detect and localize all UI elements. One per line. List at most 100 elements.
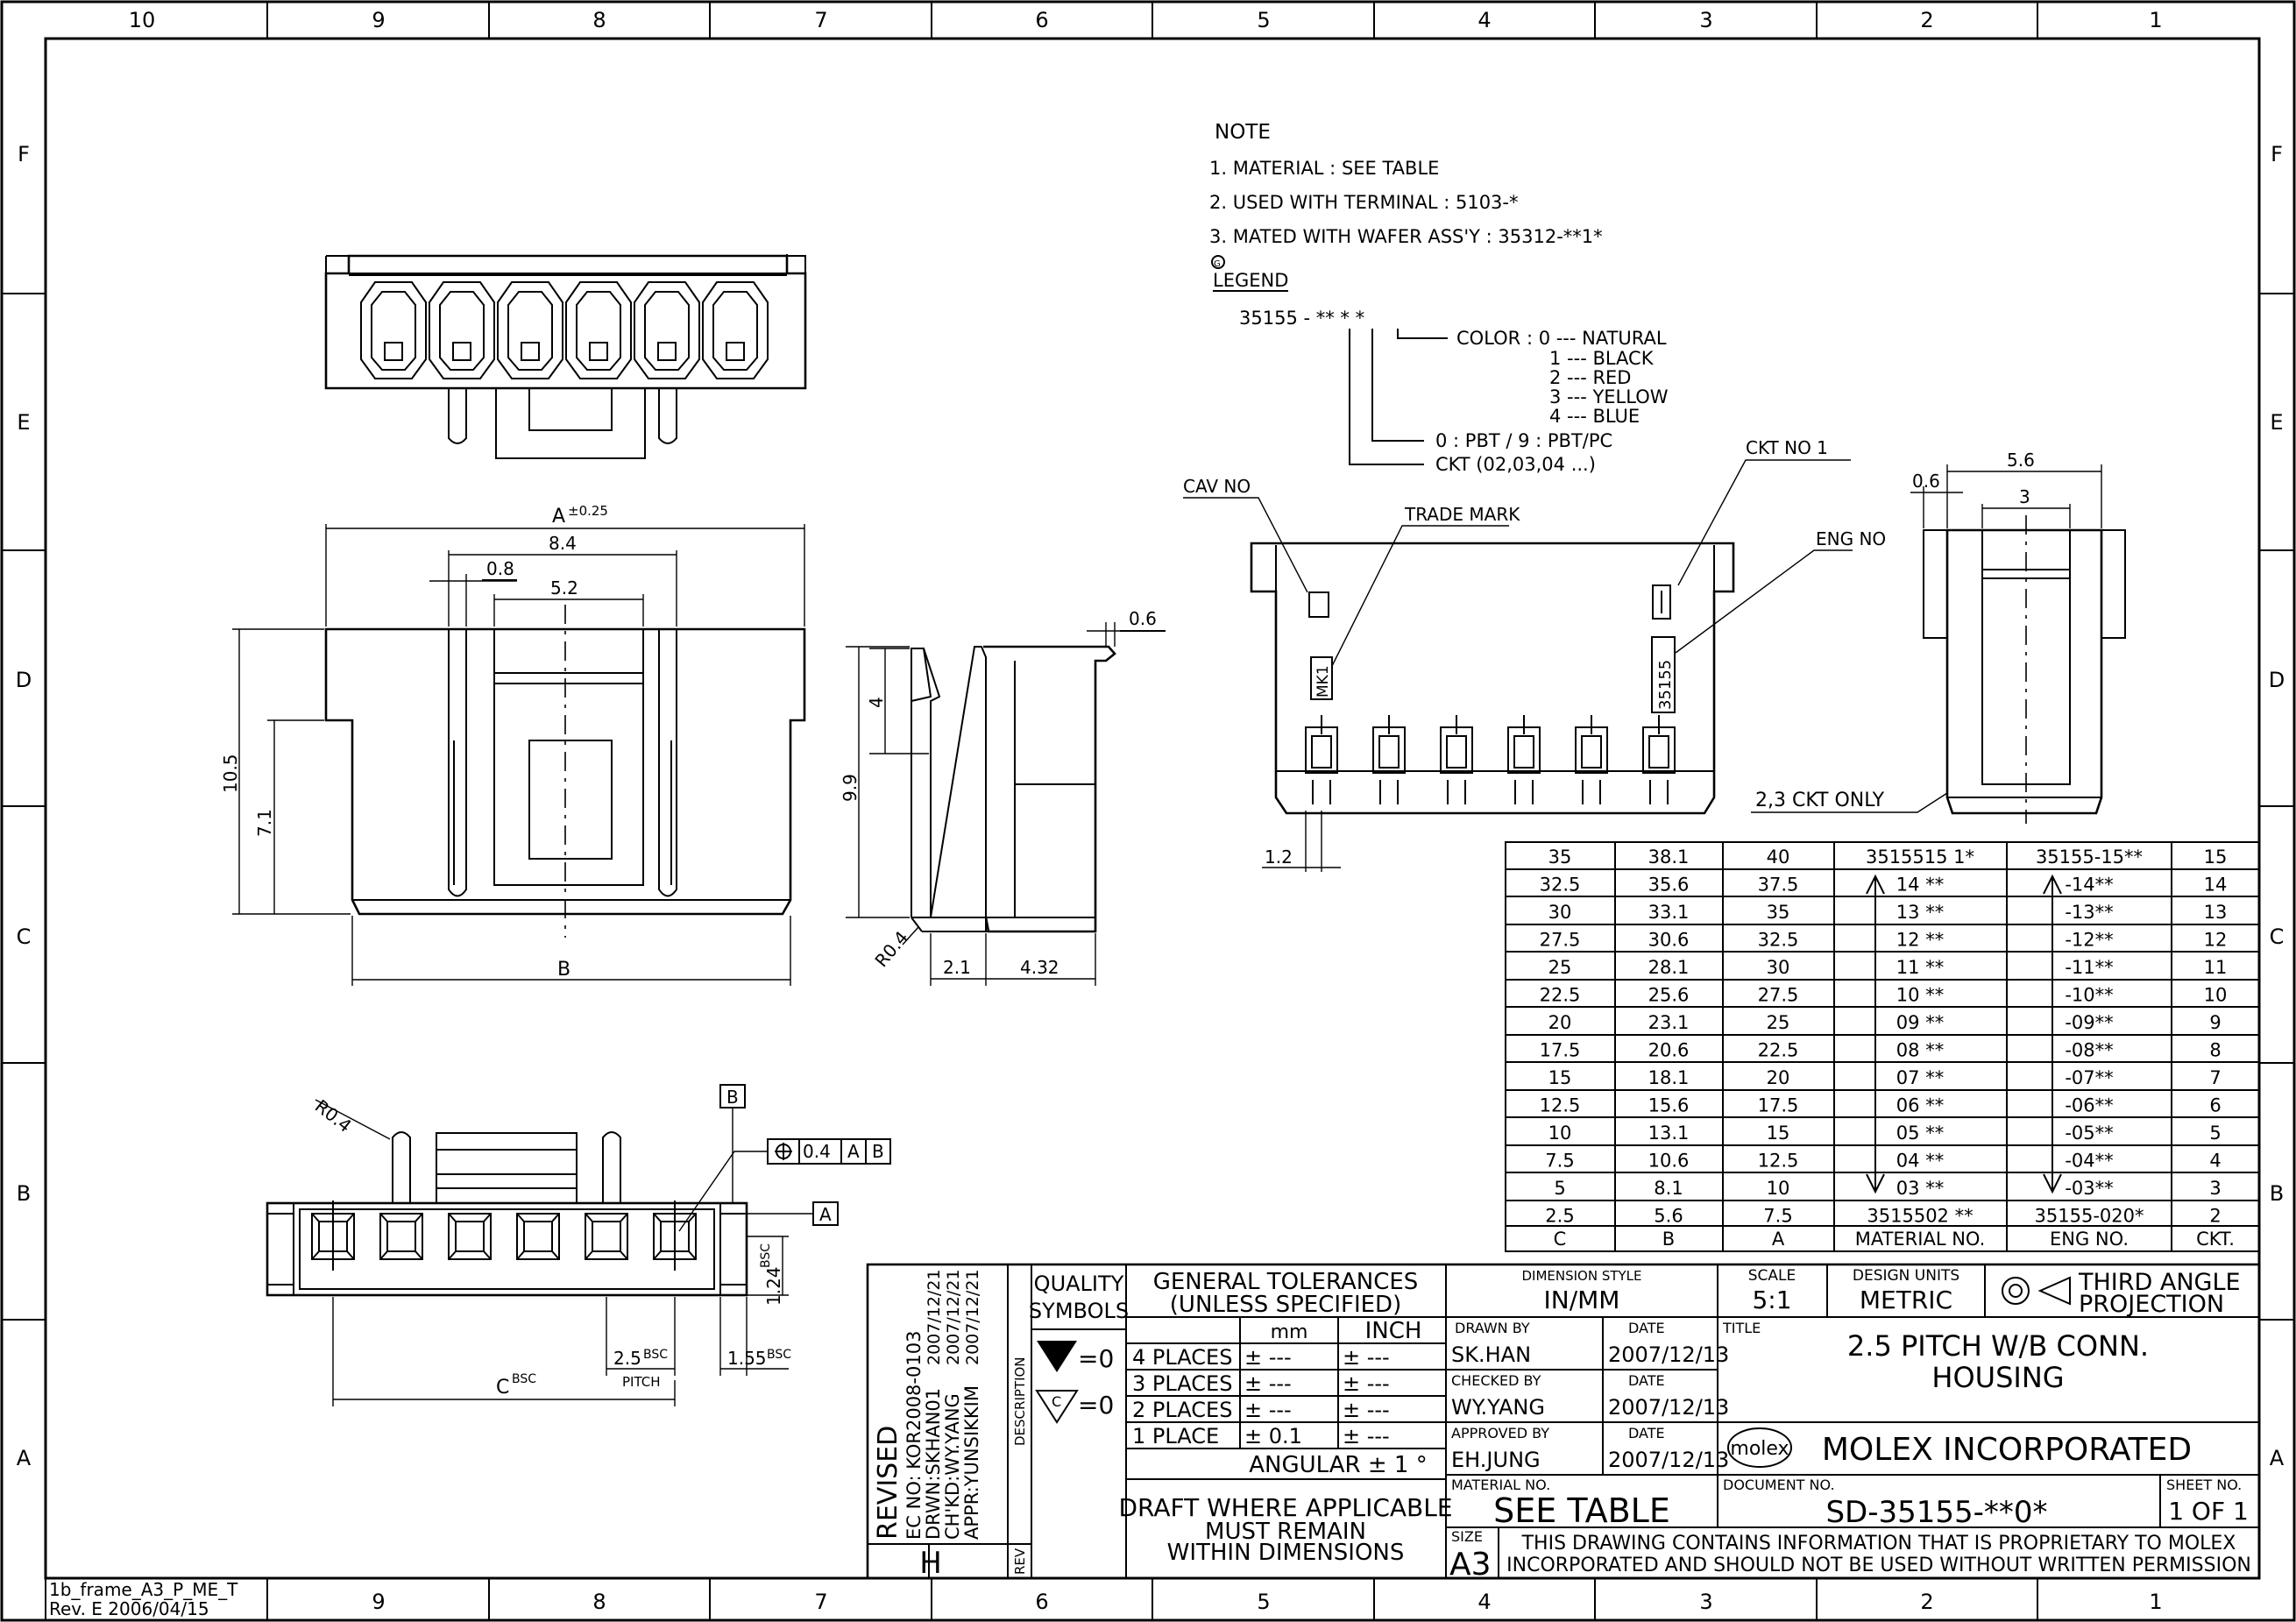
row-label: C — [2270, 924, 2285, 949]
note-2: 2. USED WITH TERMINAL : 5103-* — [1209, 192, 1519, 213]
tol-inch: INCH — [1365, 1318, 1422, 1344]
table-cell: 10.6 — [1648, 1151, 1690, 1172]
label-ckt-only: 2,3 CKT ONLY — [1755, 790, 1885, 811]
col-label: 9 — [372, 8, 385, 32]
dim-1-24-bsc: BSC — [759, 1243, 773, 1268]
tolerance-cell: 4 PLACES — [1132, 1345, 1232, 1370]
table-cell: 10 — [1767, 1178, 1790, 1199]
table-cell: 13 ** — [1896, 902, 1944, 923]
legend-title: LEGEND — [1213, 270, 1288, 291]
date-3: 2007/12/21 — [963, 1269, 982, 1365]
col-label: 2 — [1920, 1590, 1933, 1614]
table-cell: 37.5 — [1758, 875, 1799, 896]
table-cell: -05** — [2065, 1123, 2113, 1144]
sheet-no: 1 OF 1 — [2168, 1497, 2249, 1526]
table-cell: 22.5 — [1758, 1040, 1799, 1061]
col-label: 7 — [814, 8, 827, 32]
table-cell: 03 ** — [1896, 1178, 1944, 1199]
table-cell: 3515515 1* — [1866, 846, 1974, 868]
tolerance-cell: ± --- — [1244, 1371, 1292, 1396]
table-cell: 25.6 — [1648, 985, 1690, 1006]
dim-1-55-bsc: BSC — [767, 1348, 791, 1362]
top-view — [324, 254, 807, 459]
datum-a: A — [819, 1204, 832, 1225]
table-cell: 35155-020* — [2035, 1206, 2144, 1227]
table-cell: 09 ** — [1896, 1012, 1944, 1033]
table-cell: -13** — [2065, 902, 2113, 923]
legend-symbol-letter: G — [1214, 259, 1221, 269]
table-cell: 17.5 — [1758, 1095, 1799, 1116]
fcf-datum-b: B — [872, 1141, 884, 1162]
legend-leader-color — [1397, 329, 1448, 339]
table-cell: 15 — [2204, 846, 2228, 868]
table-header-cell: CKT. — [2196, 1229, 2235, 1250]
dim-2-1: 2.1 — [943, 957, 971, 978]
col-label: 1 — [2149, 8, 2162, 32]
table-cell: 40 — [1767, 846, 1790, 868]
table-cell: 25 — [1548, 957, 1572, 978]
frame-id-box — [45, 1577, 268, 1621]
mating-face-labels: CAV NO TRADE MARK CKT NO 1 ENG NO 1.2 — [1183, 437, 1886, 872]
table-cell: 32.5 — [1540, 875, 1581, 896]
dim-pitch: PITCH — [622, 1374, 661, 1390]
document-no: SD-35155-**0* — [1825, 1495, 2047, 1530]
col-label: 9 — [372, 1590, 385, 1614]
col-label: 5 — [1257, 8, 1270, 32]
dim-2-5-bsc: BSC — [643, 1348, 668, 1362]
table-cell: -04** — [2065, 1151, 2113, 1172]
table-cell: 5 — [1554, 1178, 1565, 1199]
table-cell: 04 ** — [1896, 1151, 1944, 1172]
chkd: CH'KD:WY.YANG — [942, 1393, 963, 1540]
table-cell: 7.5 — [1763, 1206, 1792, 1227]
drawn-by-label: DRAWN BY — [1455, 1320, 1530, 1336]
units: METRIC — [1860, 1286, 1952, 1314]
table-cell: 5.6 — [1654, 1206, 1683, 1227]
table-cell: 9 — [2209, 1012, 2221, 1033]
dim-5-6: 5.6 — [2007, 450, 2035, 471]
size: A3 — [1449, 1547, 1492, 1583]
dim-0-8: 0.8 — [486, 558, 514, 579]
tol-mm: mm — [1271, 1321, 1308, 1343]
row-label: F — [18, 142, 30, 166]
table-cell: 27.5 — [1758, 985, 1799, 1006]
ckt1-marker — [1652, 584, 1671, 620]
table-cell: -06** — [2065, 1095, 2113, 1116]
front-view-dimensions: A ±0.25 8.4 0.8 5.2 10.5 7.1 B — [220, 503, 805, 986]
dim-style: IN/MM — [1544, 1286, 1620, 1314]
table-cell: -08** — [2065, 1040, 2113, 1061]
projection-cone-icon — [2037, 1276, 2071, 1306]
table-cell: 22.5 — [1540, 985, 1581, 1006]
row-label: C — [17, 924, 32, 949]
quality-label: QUALITY — [1034, 1271, 1124, 1296]
row-label: A — [2270, 1446, 2285, 1470]
size-label: SIZE — [1451, 1528, 1483, 1545]
dim-r0-4: R0.4 — [870, 927, 912, 971]
tolerance-cell: 3 PLACES — [1132, 1371, 1232, 1396]
side-view — [911, 645, 1116, 933]
table-cell: 25 — [1767, 1012, 1790, 1033]
approved-date-label: DATE — [1628, 1425, 1665, 1441]
table-cell: 28.1 — [1648, 957, 1690, 978]
col-label: 8 — [592, 1590, 606, 1614]
table-cell: 08 ** — [1896, 1040, 1944, 1061]
table-header-cell: A — [1772, 1229, 1785, 1250]
col-label: 3 — [1699, 1590, 1712, 1614]
table-cell: 8.1 — [1654, 1178, 1683, 1199]
frame-id: 1b_frame_A3_P_ME_T — [49, 1579, 238, 1600]
checked-by-label: CHECKED BY — [1451, 1372, 1541, 1389]
dim-a: A — [552, 506, 565, 528]
dim-c-bsc: BSC — [512, 1372, 536, 1386]
table-cell: 35 — [1548, 846, 1572, 868]
title-line-2: HOUSING — [1931, 1361, 2064, 1394]
tolerance-cell: ± --- — [1244, 1345, 1292, 1370]
approved-by-label: APPROVED BY — [1451, 1425, 1549, 1441]
dim-0-6-end: 0.6 — [1912, 471, 1940, 492]
column-dividers-top — [266, 2, 2038, 39]
front-view — [324, 605, 806, 938]
table-cell: -10** — [2065, 985, 2113, 1006]
note-1: 1. MATERIAL : SEE TABLE — [1209, 158, 1439, 179]
col-label: 3 — [1699, 8, 1712, 32]
table-cell: -07** — [2065, 1067, 2113, 1088]
table-cell: 14 — [2204, 875, 2228, 896]
date-2: 2007/12/21 — [944, 1269, 963, 1365]
